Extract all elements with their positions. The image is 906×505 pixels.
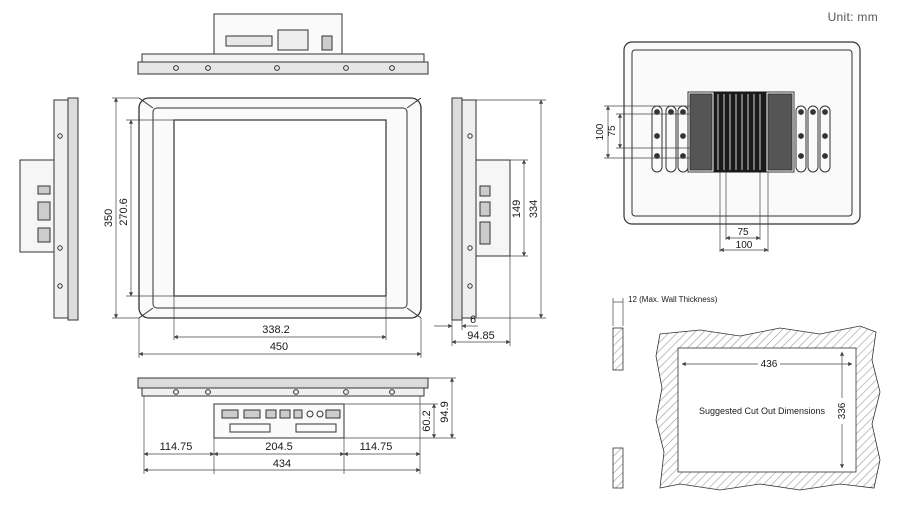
bottom-view [137, 377, 429, 439]
side-dims [434, 99, 546, 346]
vesa-horizontal-inner-dim: 75 [737, 227, 749, 238]
box-depth-dim: 60.2 [421, 410, 433, 431]
cutout-label: Suggested Cut Out Dimensions [699, 406, 826, 416]
bottom-right-offset-dim: 114.75 [360, 441, 393, 453]
rear-view [623, 41, 861, 225]
front-view-width-dim: 338.2 [262, 324, 290, 336]
bezel-thickness-dim: 6 [470, 314, 476, 326]
depth-dim: 94.85 [467, 330, 495, 342]
bottom-center-dim: 204.5 [265, 441, 293, 453]
bottom-left-offset-dim: 114.75 [160, 441, 193, 453]
vesa-vertical-inner-dim: 75 [607, 125, 618, 137]
cutout-height-dim: 336 [837, 402, 848, 419]
panel-height-dim: 334 [528, 200, 540, 218]
top-view [137, 13, 429, 75]
front-view [138, 97, 422, 319]
overall-depth-dim: 94.9 [439, 401, 451, 422]
front-width-dim: 450 [270, 341, 288, 353]
bottom-total-dim: 434 [273, 458, 291, 470]
front-view-height-dim: 270.6 [118, 198, 130, 226]
cutout-width-dim: 436 [761, 359, 778, 370]
left-side-view [19, 97, 79, 321]
front-height-dim: 350 [103, 209, 115, 227]
bottom-dims [143, 377, 456, 474]
rear-dims [604, 105, 769, 253]
right-side-view [451, 97, 511, 321]
vesa-vertical-outer-dim: 100 [595, 123, 606, 140]
vesa-horizontal-outer-dim: 100 [736, 240, 753, 251]
unit-label: Unit: mm [827, 10, 878, 24]
cutout-dims [612, 298, 853, 469]
wall-thickness-note: 12 (Max. Wall Thickness) [628, 295, 718, 304]
front-dims [112, 97, 422, 358]
box-height-dim: 149 [511, 200, 523, 218]
cutout-view [612, 325, 881, 491]
